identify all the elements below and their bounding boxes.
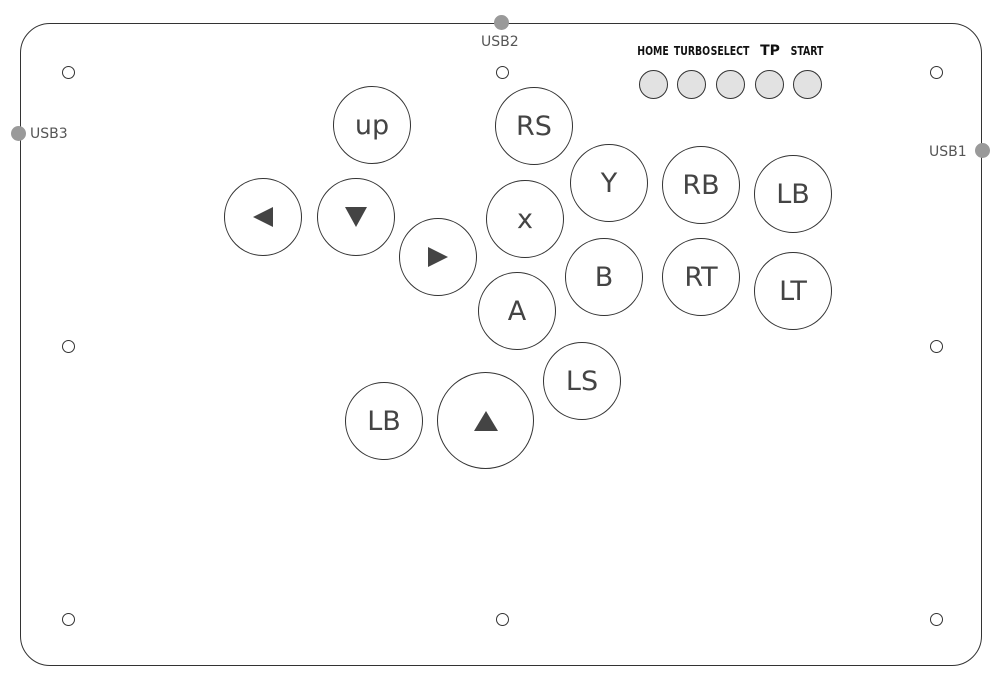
home-label: HOME [637, 44, 669, 58]
rt-button[interactable]: RT [662, 238, 740, 316]
tp-button[interactable] [755, 70, 784, 99]
turbo-label: TURBO [673, 44, 711, 58]
mount-hole-top-center [496, 66, 509, 79]
rs-button[interactable]: RS [495, 87, 573, 165]
down-button[interactable] [317, 178, 395, 256]
mount-hole-bottom-left [62, 613, 75, 626]
up-button[interactable]: up [333, 86, 411, 164]
mount-hole-middle-left [62, 340, 75, 353]
usb3-port [11, 126, 26, 141]
tp-label: TP [760, 43, 780, 59]
left-button[interactable] [224, 178, 302, 256]
select-label: SELECT [710, 44, 750, 58]
home-button[interactable] [639, 70, 668, 99]
select-button[interactable] [716, 70, 745, 99]
ls-button[interactable]: LS [543, 342, 621, 420]
lb-bottom-button[interactable]: LB [345, 382, 423, 460]
rb-button[interactable]: RB [662, 146, 740, 224]
mount-hole-top-right [930, 66, 943, 79]
turbo-button[interactable] [677, 70, 706, 99]
usb2-label: USB2 [481, 34, 519, 50]
right-button[interactable] [399, 218, 477, 296]
left-triangle-icon [253, 207, 273, 227]
lt-button[interactable]: LT [754, 252, 832, 330]
mount-hole-bottom-center [496, 613, 509, 626]
x-button[interactable]: x [486, 180, 564, 258]
up-triangle-icon [473, 410, 498, 431]
mount-hole-middle-right [930, 340, 943, 353]
a-button[interactable]: A [478, 272, 556, 350]
usb3-label: USB3 [30, 126, 68, 142]
b-button[interactable]: B [565, 238, 643, 316]
usb1-label: USB1 [929, 144, 967, 160]
start-label: START [790, 44, 824, 58]
usb1-port [975, 143, 990, 158]
down-triangle-icon [345, 207, 367, 227]
usb2-port [494, 15, 509, 30]
thumb-up-button[interactable] [437, 372, 534, 469]
right-triangle-icon [428, 247, 448, 267]
mount-hole-bottom-right [930, 613, 943, 626]
lb-right-button[interactable]: LB [754, 155, 832, 233]
mount-hole-top-left [62, 66, 75, 79]
y-button[interactable]: Y [570, 144, 648, 222]
start-button[interactable] [793, 70, 822, 99]
